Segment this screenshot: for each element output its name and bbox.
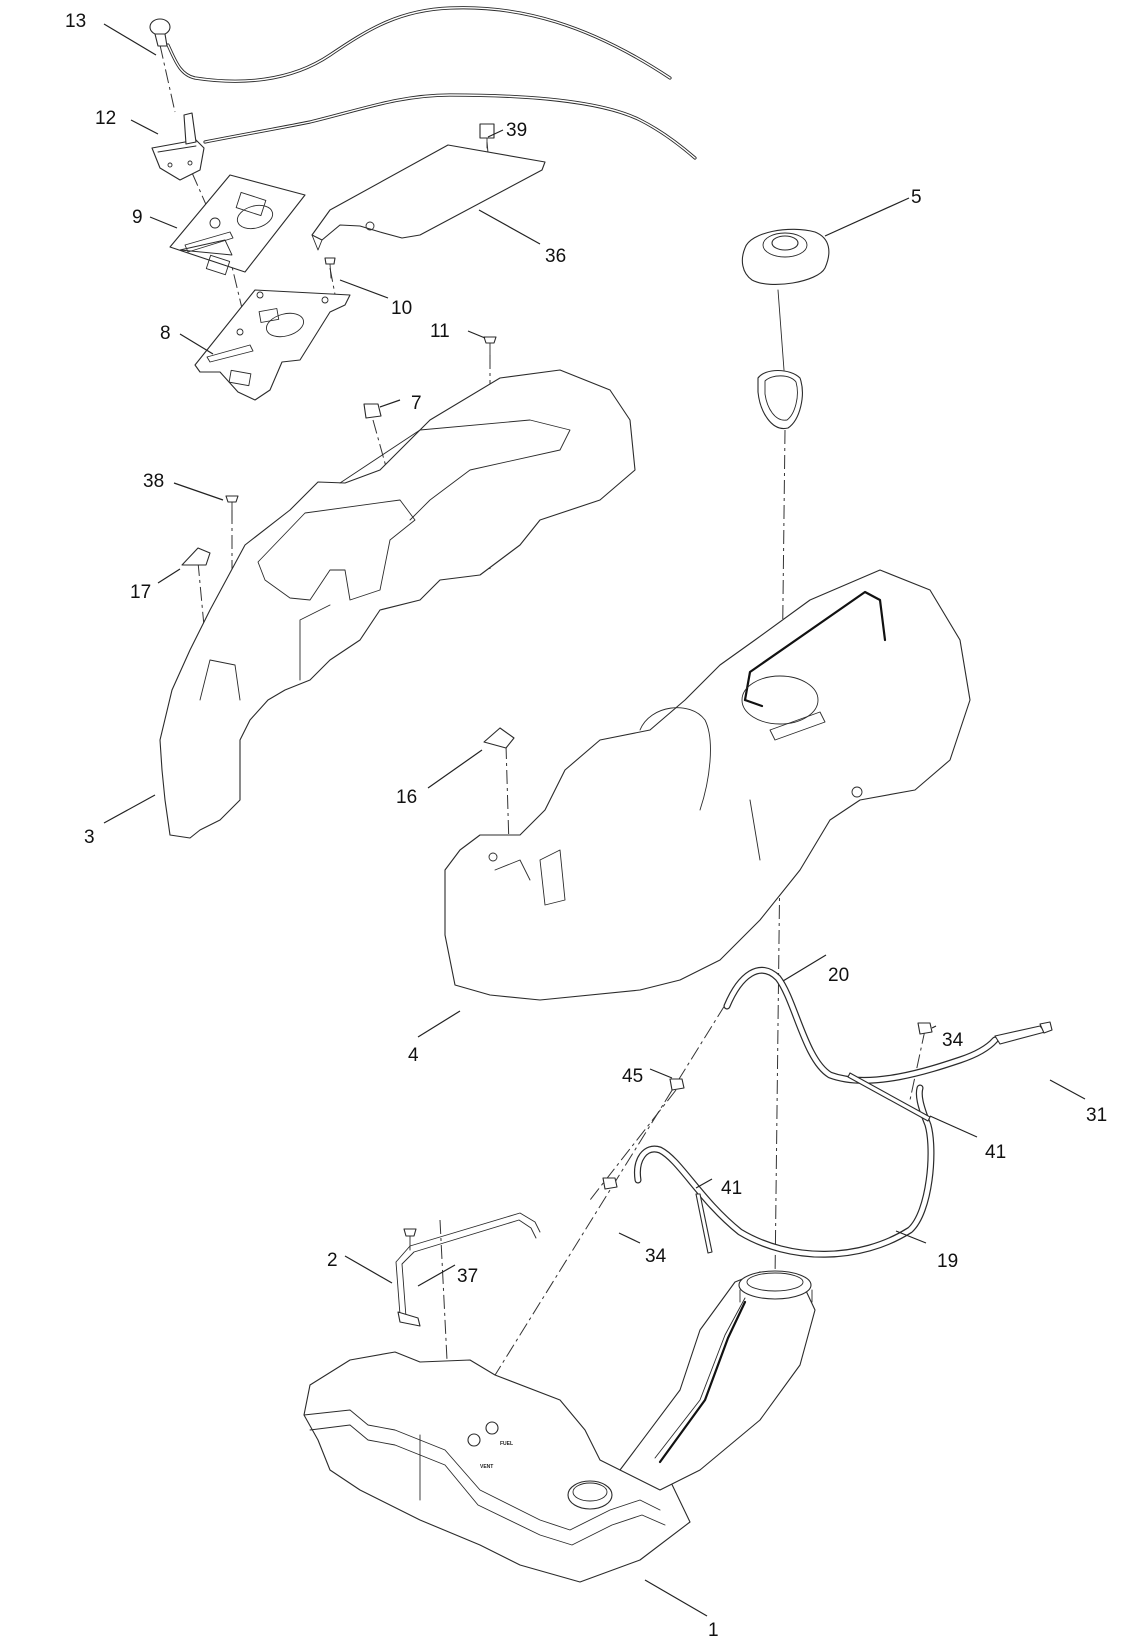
callout-31: 31 <box>1086 1105 1107 1126</box>
callout-41-upper: 41 <box>985 1142 1006 1163</box>
callout-16: 16 <box>396 787 417 808</box>
callout-39: 39 <box>506 120 527 141</box>
fasteners <box>225 123 933 1251</box>
callout-45: 45 <box>622 1066 643 1087</box>
callout-10: 10 <box>391 298 412 319</box>
fender-pan-4 <box>444 569 971 1001</box>
choke-cable <box>149 6 672 83</box>
callout-5: 5 <box>911 187 922 208</box>
bracket-2 <box>395 1212 541 1327</box>
throttle-cable <box>151 93 697 181</box>
decal-17 <box>181 547 211 566</box>
callout-19: 19 <box>937 1251 958 1272</box>
callout-2: 2 <box>327 1250 338 1271</box>
decal-16 <box>483 727 515 749</box>
tank-vent-label: VENT <box>480 1464 493 1470</box>
callout-37: 37 <box>457 1266 478 1287</box>
callout-3: 3 <box>84 827 95 848</box>
callout-34-upper: 34 <box>942 1030 964 1051</box>
callout-7: 7 <box>411 393 422 414</box>
decal-panel-9 <box>169 174 306 276</box>
callout-36: 36 <box>545 246 566 267</box>
callout-9: 9 <box>132 207 143 228</box>
cover-36 <box>311 144 546 251</box>
callout-17: 17 <box>130 582 151 603</box>
callout-11: 11 <box>430 321 450 342</box>
cable-tie-41-upper <box>847 1072 931 1122</box>
callout-38: 38 <box>143 471 164 492</box>
callout-13: 13 <box>65 11 86 32</box>
fuel-cap-5 <box>741 228 830 429</box>
mount-plate-8 <box>194 289 351 401</box>
callout-34-lower: 34 <box>645 1246 667 1267</box>
callout-8: 8 <box>160 323 171 344</box>
callout-1: 1 <box>708 1620 719 1641</box>
fuel-tank-1: FUEL VENT <box>303 1270 816 1583</box>
callout-20: 20 <box>828 965 849 986</box>
leader-lines <box>103 23 1086 1617</box>
callout-41-lower: 41 <box>721 1178 742 1199</box>
callout-12: 12 <box>95 108 116 129</box>
cable-tie-41-lower <box>695 1193 713 1254</box>
vent-hose-19 <box>633 1084 935 1258</box>
callout-4: 4 <box>408 1045 419 1066</box>
console-body-3 <box>159 369 636 839</box>
fuel-hose-20 <box>723 966 1053 1084</box>
tank-fuel-label: FUEL <box>500 1441 513 1447</box>
callout-labels: 13 12 39 9 36 5 10 8 11 7 38 17 16 3 20 … <box>65 11 1107 1641</box>
